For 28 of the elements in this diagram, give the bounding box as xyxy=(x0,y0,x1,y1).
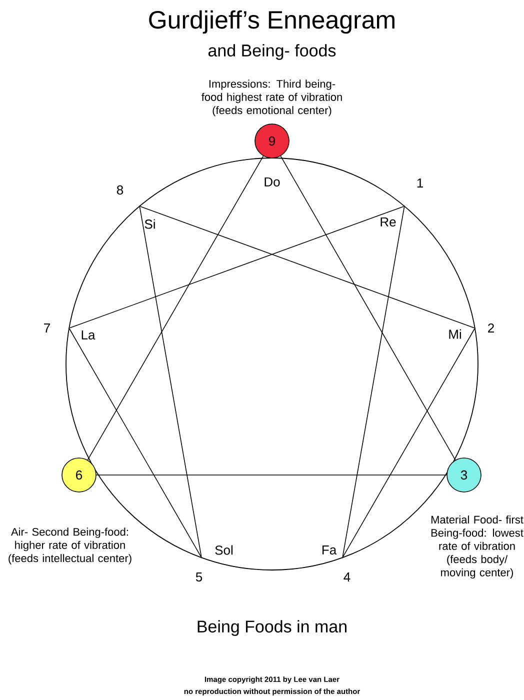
line xyxy=(87,156,264,460)
line xyxy=(139,206,202,558)
note-label: Sol xyxy=(215,545,233,555)
line xyxy=(342,328,475,558)
number-label: 8 xyxy=(116,185,124,195)
annotation-text: Impressions: Third being-food highest rate of vibration (feeds emotional center) xyxy=(202,80,342,116)
number-label: 5 xyxy=(196,572,202,582)
note-label: Mi xyxy=(449,329,461,339)
line xyxy=(140,206,475,328)
number-label: 1 xyxy=(417,178,423,188)
line xyxy=(69,328,202,558)
line xyxy=(69,206,404,328)
note-label: Re xyxy=(380,217,396,227)
number-label: 7 xyxy=(44,324,50,332)
title: Gurdjieff’s Enneagram xyxy=(149,10,394,34)
note-label: Fa xyxy=(322,545,337,555)
note-label: La xyxy=(82,330,96,340)
number-label: 2 xyxy=(488,323,494,333)
subtitle: and Being- foods xyxy=(208,44,336,60)
note-label: Do xyxy=(264,177,280,187)
number-label: 4 xyxy=(344,572,350,582)
caption: Being Foods in man xyxy=(198,620,346,636)
annotation-text: Material Food- first Being-food: lowest rate of vibration (feeds body/ moving center) xyxy=(431,515,524,579)
note-label: Si xyxy=(144,219,155,229)
line xyxy=(96,474,447,476)
annotation-text: Air- Second Being-food: higher rate of vibration (feeds intellectual center) xyxy=(8,528,132,564)
line xyxy=(342,206,405,558)
line xyxy=(280,156,456,460)
